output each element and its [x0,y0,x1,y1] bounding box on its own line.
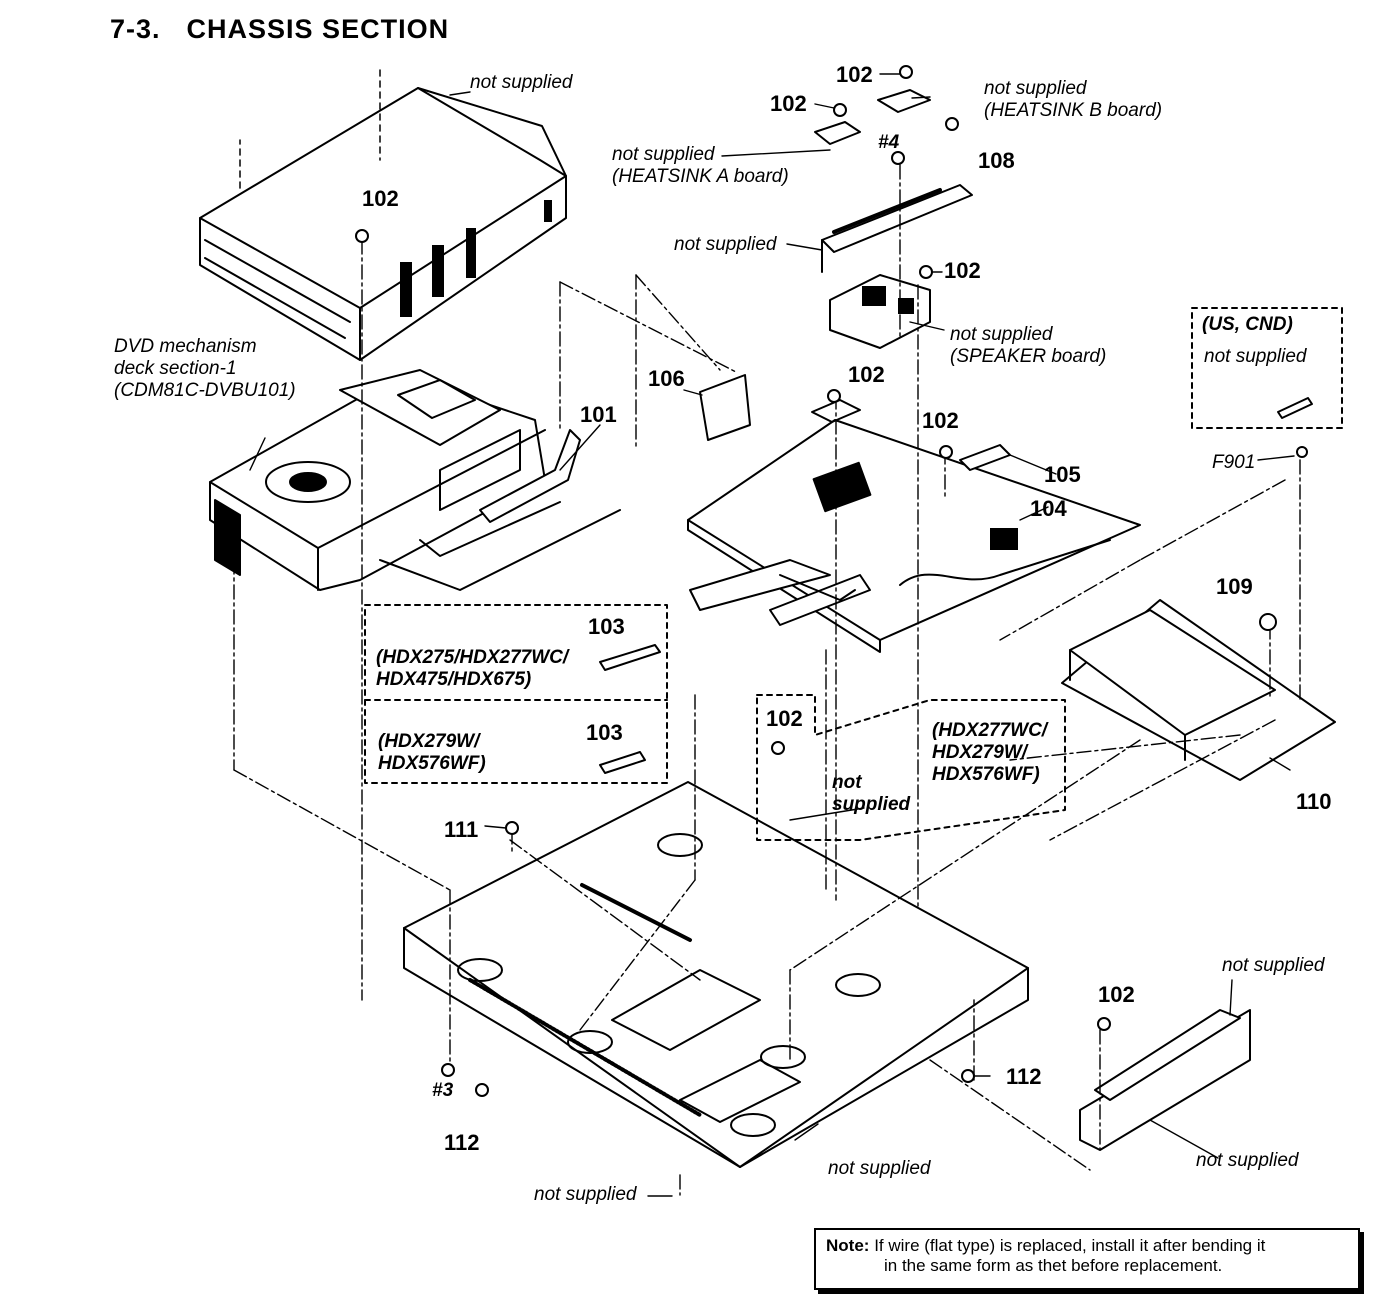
guide-lines [233,164,1301,1196]
heatsink-boards [811,89,973,423]
part-102-rear: 102 [1098,982,1135,1007]
part-104: 104 [1030,496,1067,521]
label-models-a-line2: HDX475/HDX675) [376,668,532,690]
label-dvd-mech-line3: (CDM81C-DVBU101) [114,379,296,401]
label-not-supplied-heatsink-b: not supplied [984,78,1087,99]
label-heatsink-a: not supplied (HEATSINK A board) [612,144,789,188]
part-111: 111 [444,817,479,842]
part-105: 105 [1044,462,1081,487]
main-board [687,419,1141,653]
part-103-a: 103 [588,614,625,639]
label-models-b-line2: HDX576WF) [378,752,486,774]
chassis-base [403,781,1029,1168]
label-dvd-mech-line1: DVD mechanism [114,336,257,357]
label-screw-4: #4 [878,132,900,153]
label-heatsink-b-board: (HEATSINK B board) [984,99,1163,121]
label-speaker-board: (SPEAKER board) [950,345,1107,367]
part-110: 110 [1296,789,1332,814]
label-not: not [832,772,862,793]
label-models-c-line2: HDX279W/ [932,741,1028,763]
section-name: CHASSIS SECTION [186,14,450,44]
label-models-c-line3: HDX576WF) [932,763,1040,785]
label-supplied: supplied [832,793,911,815]
label-not-supplied-foot: not supplied [534,1184,637,1205]
label-not-supplied-fuse: not supplied [1204,346,1307,367]
fuse-area-outline [1191,307,1343,429]
part-102-heatsink-a: 102 [770,91,807,116]
screw-heads [355,65,1308,1097]
section-number: 7-3. [110,14,161,44]
dvd-mechanism-deck [209,369,546,591]
part-106: 106 [648,366,685,391]
part-102-heatsink-b: 102 [836,62,873,87]
part-108: 108 [978,148,1015,173]
label-screw-3: #3 [432,1080,454,1101]
part-102-bracket: 102 [766,706,803,731]
part-102-main-left: 102 [848,362,885,387]
label-heatsink-a-board: (HEATSINK A board) [612,165,789,187]
label-heatsink-b: not supplied (HEATSINK B board) [984,78,1162,122]
label-models-a: (HDX275/HDX277WC/ HDX475/HDX675) [376,647,568,691]
label-not-supplied-heatsink-a: not supplied [612,144,715,165]
part-102-speaker: 102 [944,258,981,283]
note-box: Note: If wire (flat type) is replaced, i… [814,1228,1360,1290]
part-112-right: 112 [1006,1064,1042,1089]
label-not-supplied-bracket-102: not supplied [832,772,910,816]
flat-cable-103-a [599,644,661,671]
label-dvd-mech-line2: deck section-1 [114,357,237,379]
model-outline-103 [364,604,668,784]
label-not-supplied-chassis: not supplied [828,1158,931,1179]
part-102-top-cover: 102 [362,186,399,211]
flat-cable-103-b [599,751,646,774]
note-line2: in the same form as thet before replacem… [884,1256,1223,1275]
part-103-b: 103 [586,720,623,745]
top-cover [199,69,567,361]
part-112-left: 112 [444,1130,480,1155]
part-102-main-right: 102 [922,408,959,433]
label-not-supplied-rear-top: not supplied [1222,955,1325,976]
label-models-b-line1: (HDX279W/ [378,731,480,752]
flat-cable-101 [379,429,621,591]
label-models-b: (HDX279W/ HDX576WF) [378,731,486,775]
label-us-cnd: (US, CND) [1202,314,1293,335]
part-109: 109 [1216,574,1253,599]
label-not-supplied-rear-bottom: not supplied [1196,1150,1299,1171]
label-f901: F901 [1212,452,1256,473]
speaker-board [829,274,931,349]
label-models-c-line1: (HDX277WC/ [932,720,1048,741]
rear-panel [1079,1009,1251,1151]
label-models-c: (HDX277WC/ HDX279W/ HDX576WF) [932,720,1047,786]
label-not-supplied-bracket: not supplied [674,234,777,255]
note-key: Note: [826,1236,870,1255]
leader-lines [249,73,1295,1197]
board-106 [699,374,751,441]
label-speaker: not supplied (SPEAKER board) [950,324,1106,368]
power-board-110 [1061,599,1336,781]
model-outline-102 [756,694,1066,841]
note-line1: If wire (flat type) is replaced, install… [874,1236,1266,1255]
part-101: 101 [580,402,617,427]
fuse-label-strip [1277,397,1313,419]
label-models-a-line1: (HDX275/HDX277WC/ [376,647,569,668]
label-dvd-mechanism: DVD mechanism deck section-1 (CDM81C-DVB… [114,336,296,402]
label-not-supplied-speaker: not supplied [950,324,1053,345]
label-not-supplied-top-cover: not supplied [470,72,573,93]
section-title: 7-3. CHASSIS SECTION [110,14,449,45]
